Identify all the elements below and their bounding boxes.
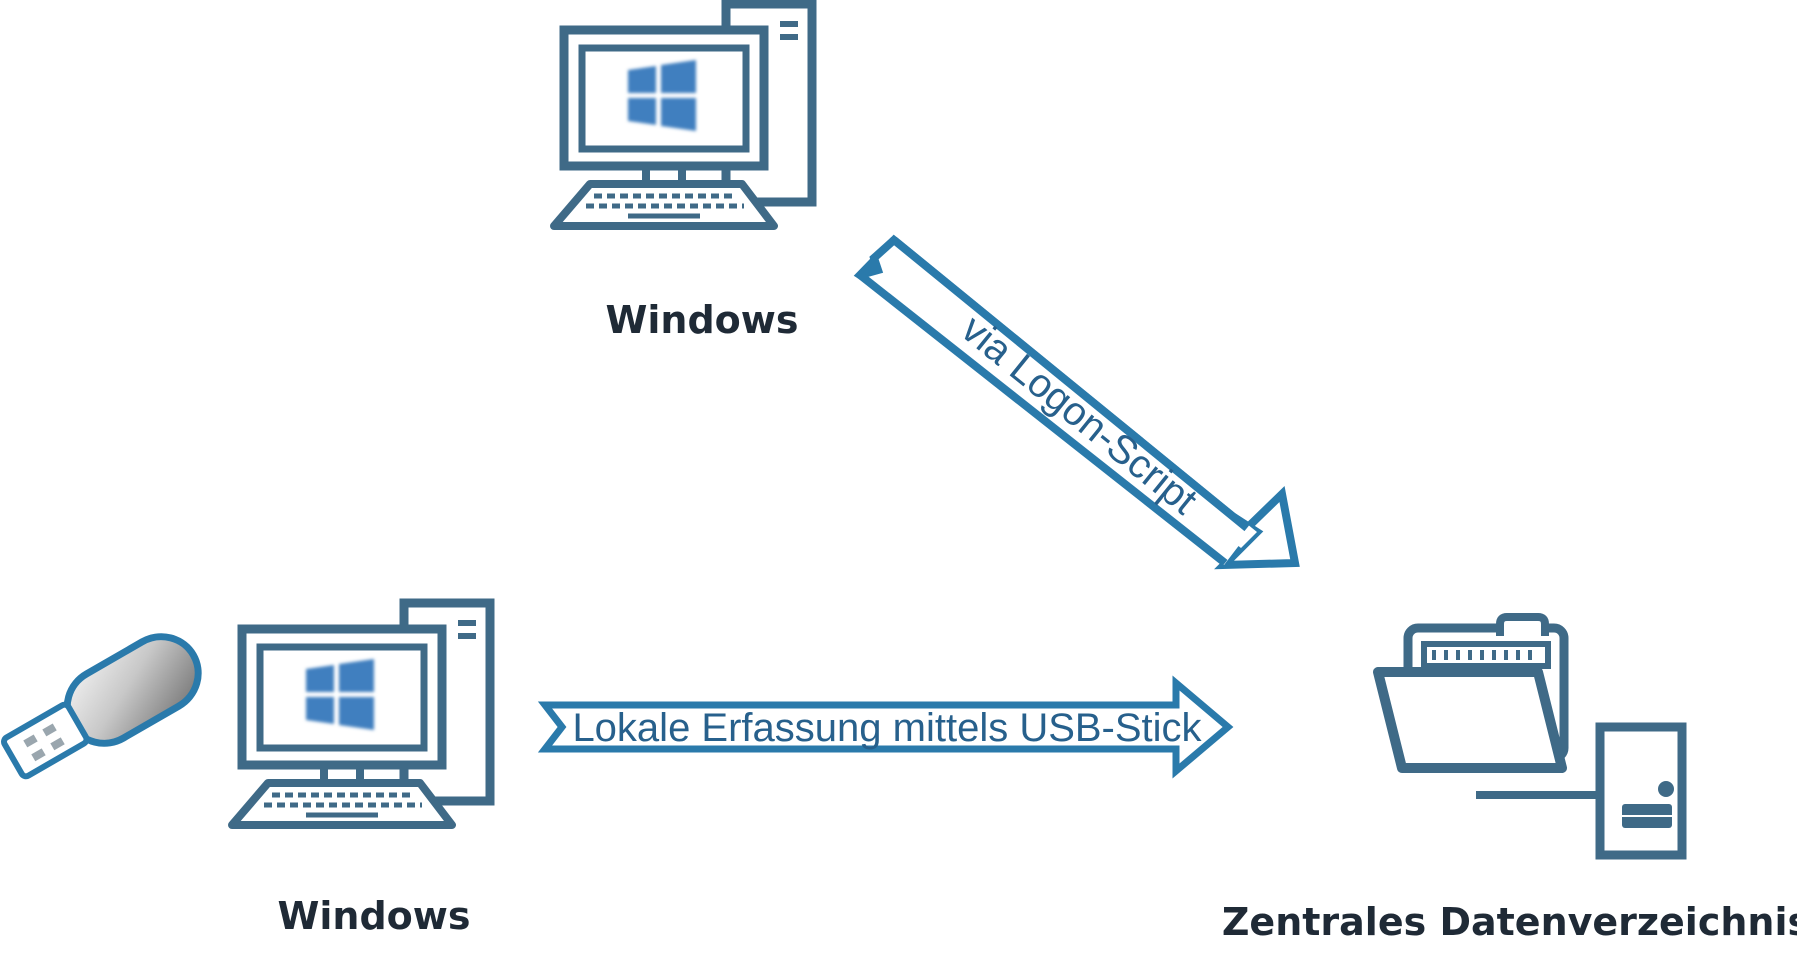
folder-icon [1373, 613, 1569, 773]
logon-script-arrow-label: via Logon-Script [953, 307, 1205, 523]
server-tower-icon [1476, 722, 1687, 860]
top-computer-label: Windows [605, 298, 798, 342]
bottom-computer-label: Windows [277, 894, 470, 938]
usb-stick-icon [1, 633, 202, 780]
logon-script-arrow: via Logon-Script [853, 234, 1300, 570]
usb-local-arrow-label: Lokale Erfassung mittels USB-Stick [572, 706, 1202, 750]
bottom-computer-icon [232, 603, 490, 825]
usb-local-arrow: Lokale Erfassung mittels USB-Stick [537, 675, 1234, 779]
central-store-label: Zentrales Datenverzeichnis [1222, 900, 1797, 944]
top-computer-icon [554, 4, 812, 226]
